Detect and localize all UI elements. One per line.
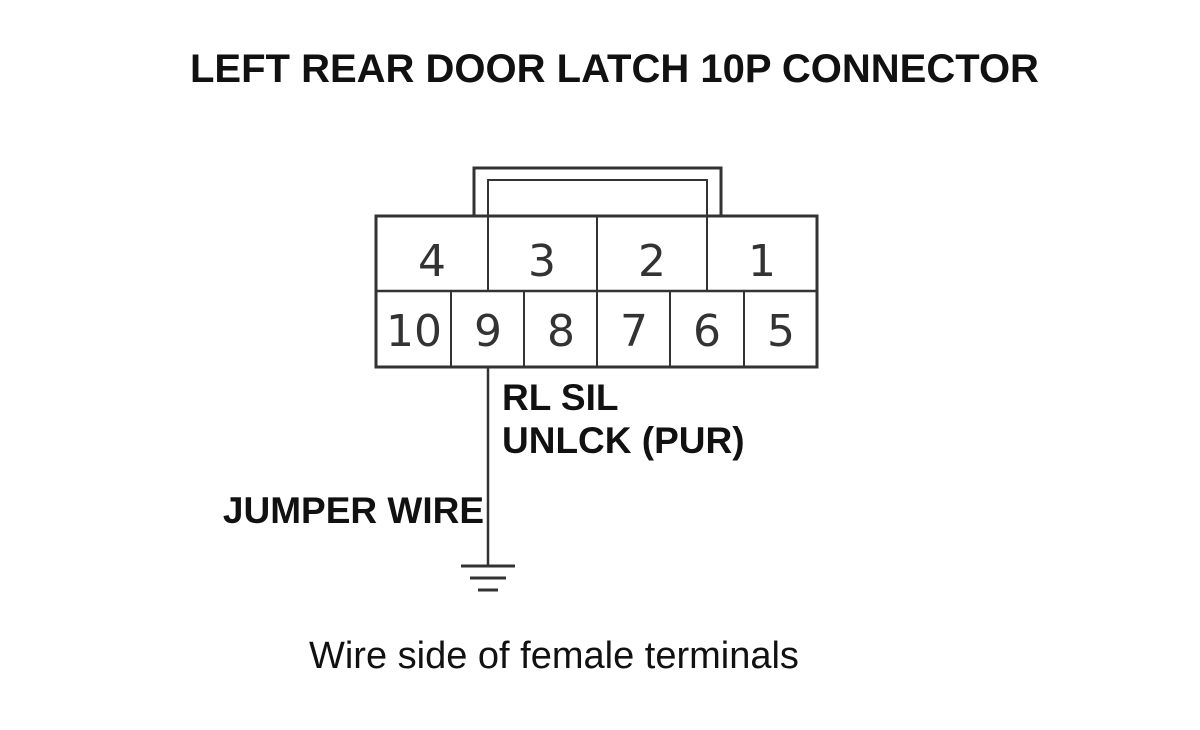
diagram-caption: Wire side of female terminals (309, 635, 799, 677)
pin-label-6: 6 (693, 306, 721, 357)
pin-label-1: 1 (748, 236, 776, 287)
connector-lock-tab (472, 166, 723, 216)
pin-label-9: 9 (474, 306, 502, 357)
jumper-wire-label: JUMPER WIRE (223, 490, 484, 531)
wire-label-circuit: RL SIL (502, 377, 619, 418)
ground-icon (461, 564, 515, 592)
pin-label-4: 4 (418, 236, 446, 287)
pin-label-7: 7 (620, 306, 648, 357)
pin-label-10: 10 (386, 306, 442, 357)
wire-label-color: UNLCK (PUR) (502, 420, 745, 461)
pin-label-3: 3 (528, 236, 556, 287)
pin-label-5: 5 (767, 306, 795, 357)
pin-label-2: 2 (638, 236, 666, 287)
pin-label-8: 8 (547, 306, 575, 357)
connector-body (374, 214, 819, 369)
diagram-title: LEFT REAR DOOR LATCH 10P CONNECTOR (190, 47, 1039, 91)
